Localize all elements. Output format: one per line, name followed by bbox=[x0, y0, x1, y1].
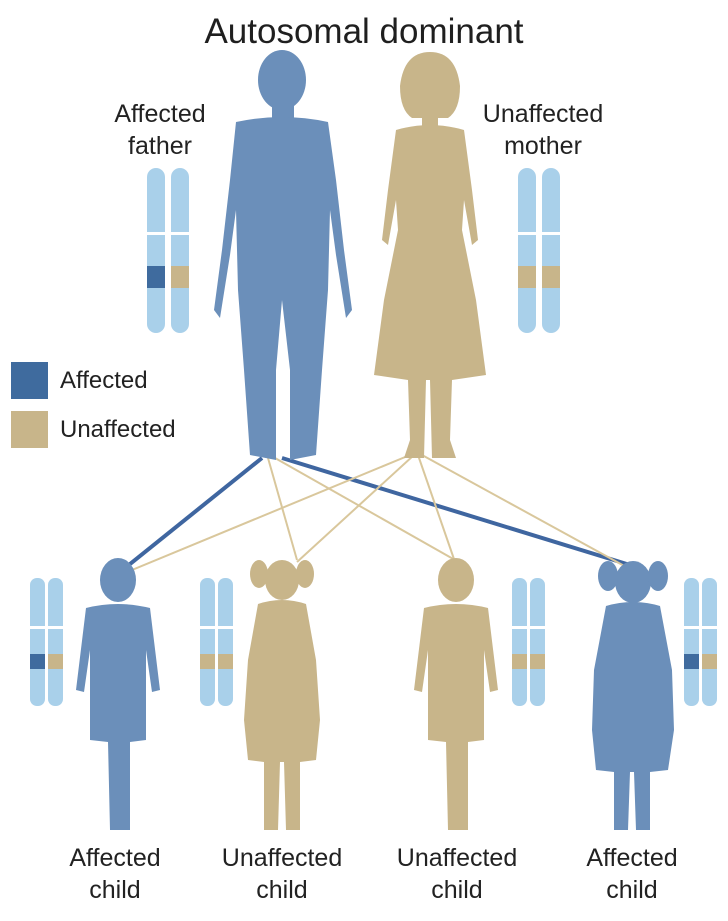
line-mother-child3 bbox=[417, 454, 456, 563]
child-label-line1: Affected bbox=[69, 844, 161, 872]
boy-silhouette-icon bbox=[414, 558, 498, 830]
line-mother-child4 bbox=[421, 454, 629, 569]
line-father-child1 bbox=[118, 456, 264, 574]
father-label-line1: Affected bbox=[114, 100, 206, 128]
line-mother-child1 bbox=[119, 454, 411, 576]
child2-chromosome-pair bbox=[200, 578, 233, 706]
mother-label-line1: Unaffected bbox=[482, 100, 604, 128]
father-label-line2: father bbox=[128, 132, 192, 160]
mother-chromosome-pair bbox=[518, 168, 560, 333]
man-silhouette-icon bbox=[214, 50, 352, 460]
line-father-child2 bbox=[267, 457, 298, 561]
girl-silhouette-icon bbox=[592, 561, 674, 830]
child-label-line2: child bbox=[606, 876, 658, 904]
child-label-line1: Unaffected bbox=[396, 844, 518, 872]
legend-item-affected: Affected bbox=[11, 362, 148, 399]
child4-label: Affected child bbox=[572, 842, 692, 906]
child-label-line1: Unaffected bbox=[221, 844, 343, 872]
father-label: Affected father bbox=[100, 98, 220, 162]
girl-silhouette-icon bbox=[244, 560, 320, 830]
child-label-line2: child bbox=[431, 876, 483, 904]
child2-label: Unaffected child bbox=[207, 842, 357, 906]
legend-swatch-unaffected bbox=[11, 411, 48, 448]
inheritance-lines bbox=[118, 454, 631, 576]
line-father-child4 bbox=[281, 456, 631, 567]
boy-silhouette-icon bbox=[76, 558, 160, 830]
child1-label: Affected child bbox=[55, 842, 175, 906]
legend-label: Unaffected bbox=[60, 415, 176, 443]
child3-label: Unaffected child bbox=[382, 842, 532, 906]
legend-swatch-affected bbox=[11, 362, 48, 399]
line-mother-child2 bbox=[296, 454, 415, 563]
mother-label: Unaffected mother bbox=[468, 98, 618, 162]
woman-silhouette-icon bbox=[374, 52, 486, 458]
child-label-line2: child bbox=[256, 876, 308, 904]
legend-label: Affected bbox=[60, 366, 148, 394]
legend-item-unaffected: Unaffected bbox=[11, 411, 176, 448]
father-chromosome-pair bbox=[147, 168, 189, 333]
child3-chromosome-pair bbox=[512, 578, 545, 706]
child1-chromosome-pair bbox=[30, 578, 63, 706]
child-label-line2: child bbox=[89, 876, 141, 904]
line-father-child3 bbox=[274, 457, 456, 561]
mother-label-line2: mother bbox=[504, 132, 582, 160]
child-label-line1: Affected bbox=[586, 844, 678, 872]
child4-chromosome-pair bbox=[684, 578, 717, 706]
page-title: Autosomal dominant bbox=[204, 12, 524, 51]
